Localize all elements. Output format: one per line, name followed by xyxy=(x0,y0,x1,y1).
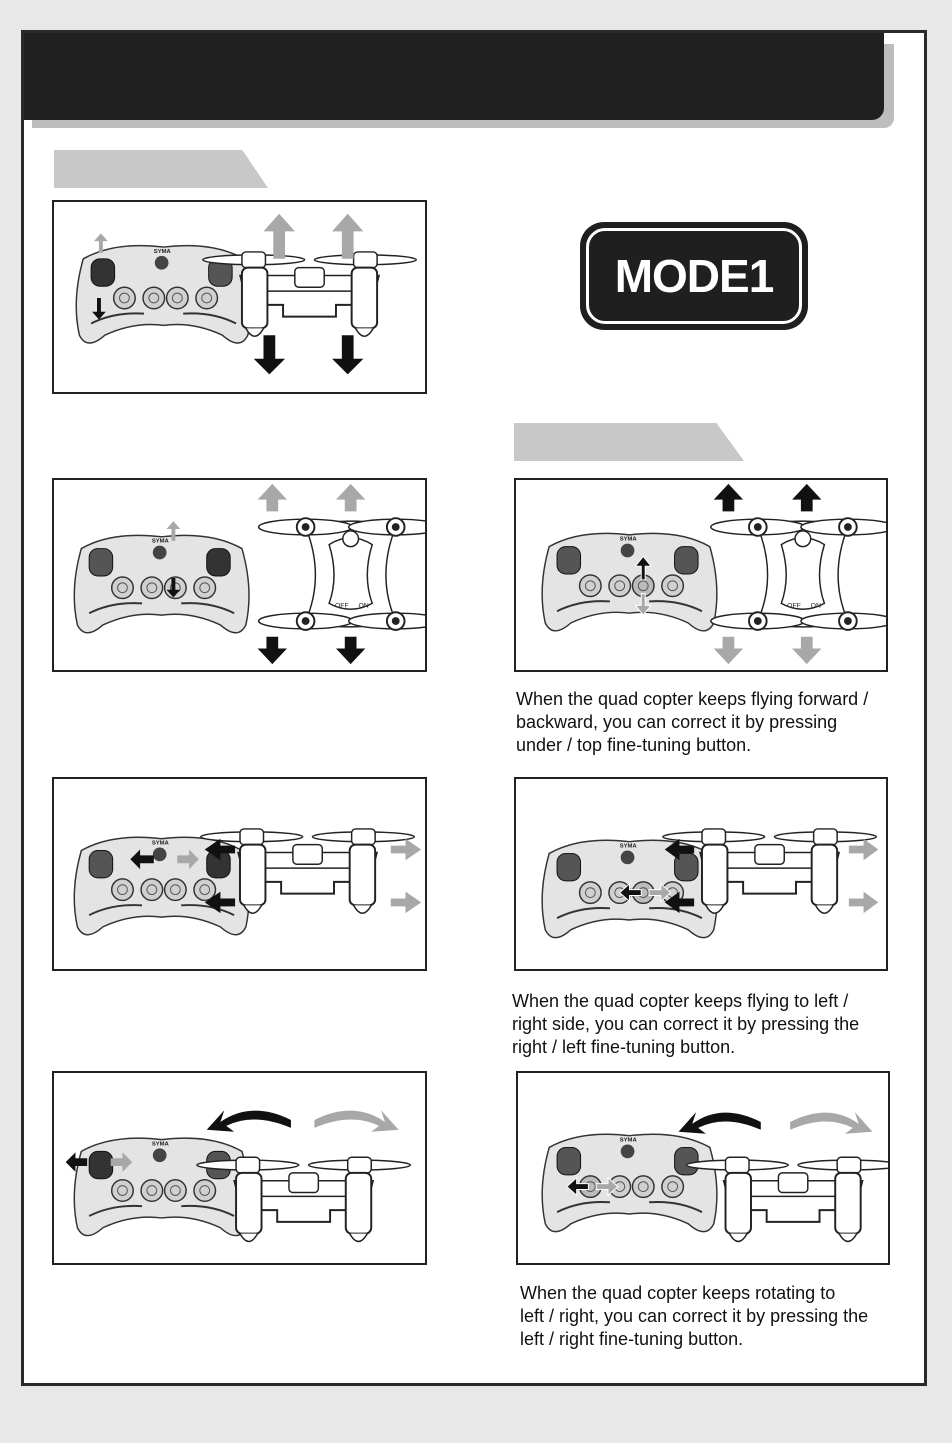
drone-side-icon xyxy=(200,828,416,914)
left-arrow-icon xyxy=(204,838,236,914)
yaw-diagram: SYMA xyxy=(65,1110,412,1243)
throttle-diagram: SYMA xyxy=(75,213,418,375)
left-arrow-icon xyxy=(664,838,695,914)
yaw-trim-panel: SYMA xyxy=(516,1071,890,1265)
forward-backward-caption: When the quad copter keeps flying forwar… xyxy=(516,689,869,755)
drone-side-icon xyxy=(685,1156,888,1243)
up-arrow-icon xyxy=(263,213,364,259)
rotation-caption: When the quad copter keeps rotating to l… xyxy=(520,1283,869,1349)
yaw-trim-diagram: SYMA xyxy=(541,1112,888,1243)
stick-arrow-icon xyxy=(166,521,181,598)
stick-arrow-icon xyxy=(130,849,199,870)
svg-text:SYMA: SYMA xyxy=(152,539,170,545)
svg-text:SYMA: SYMA xyxy=(620,1138,638,1144)
down-arrow-icon xyxy=(713,636,822,665)
controller-icon: SYMA xyxy=(73,836,250,936)
drone-side-icon xyxy=(202,251,418,337)
roll-trim-panel: SYMA xyxy=(514,777,888,971)
mode-badge: MODE1 xyxy=(580,222,808,330)
right-arrow-icon xyxy=(390,838,422,914)
drone-top-icon: OFF ON xyxy=(710,517,886,631)
svg-text:OFF: OFF xyxy=(787,602,801,609)
down-arrow-icon xyxy=(253,335,364,375)
roll-diagram: SYMA xyxy=(73,828,422,936)
down-arrow-icon xyxy=(257,636,366,665)
drone-side-icon xyxy=(196,1156,412,1243)
controller-icon: SYMA xyxy=(541,532,718,632)
drone-side-icon xyxy=(662,828,878,914)
pitch-trim-diagram: SYMA OFF ON xyxy=(541,483,886,665)
svg-text:ON: ON xyxy=(811,602,821,609)
controller-icon: SYMA xyxy=(541,1133,718,1233)
left-right-caption: When the quad copter keeps flying to lef… xyxy=(512,991,860,1057)
up-arrow-icon xyxy=(257,483,366,512)
section-tab-right xyxy=(514,423,744,461)
svg-text:SYMA: SYMA xyxy=(152,1141,170,1147)
svg-text:OFF: OFF xyxy=(335,602,349,609)
svg-text:SYMA: SYMA xyxy=(152,841,170,847)
pitch-diagram: SYMA OFF ON xyxy=(73,483,425,665)
controller-icon: SYMA xyxy=(75,244,252,344)
svg-text:SYMA: SYMA xyxy=(154,249,172,255)
rotate-left-arrow-icon xyxy=(206,1110,291,1132)
rotate-left-arrow-icon xyxy=(678,1112,761,1134)
yaw-panel: SYMA xyxy=(52,1071,427,1265)
section-tab-left xyxy=(54,150,268,188)
header-bar xyxy=(24,33,884,120)
roll-panel: SYMA xyxy=(52,777,427,971)
right-arrow-icon xyxy=(848,838,879,914)
controller-icon: SYMA xyxy=(73,1137,250,1237)
svg-text:SYMA: SYMA xyxy=(620,537,638,543)
drone-top-icon: OFF ON xyxy=(257,517,425,631)
rotate-right-arrow-icon xyxy=(790,1112,873,1134)
pitch-trim-panel: SYMA OFF ON xyxy=(514,478,888,672)
throttle-panel: SYMA xyxy=(52,200,427,394)
pitch-panel: SYMA OFF ON xyxy=(52,478,427,672)
roll-trim-diagram: SYMA xyxy=(541,828,879,939)
rotate-right-arrow-icon xyxy=(314,1110,399,1132)
svg-text:ON: ON xyxy=(358,602,368,609)
up-arrow-icon xyxy=(713,483,822,512)
stick-arrow-icon xyxy=(65,1152,133,1172)
svg-text:SYMA: SYMA xyxy=(620,844,638,850)
stick-arrow-icon xyxy=(92,233,108,320)
controller-icon: SYMA xyxy=(541,839,718,939)
controller-icon: SYMA xyxy=(73,534,250,634)
mode-badge-border: MODE1 xyxy=(586,228,802,324)
mode-label: MODE1 xyxy=(614,250,775,302)
